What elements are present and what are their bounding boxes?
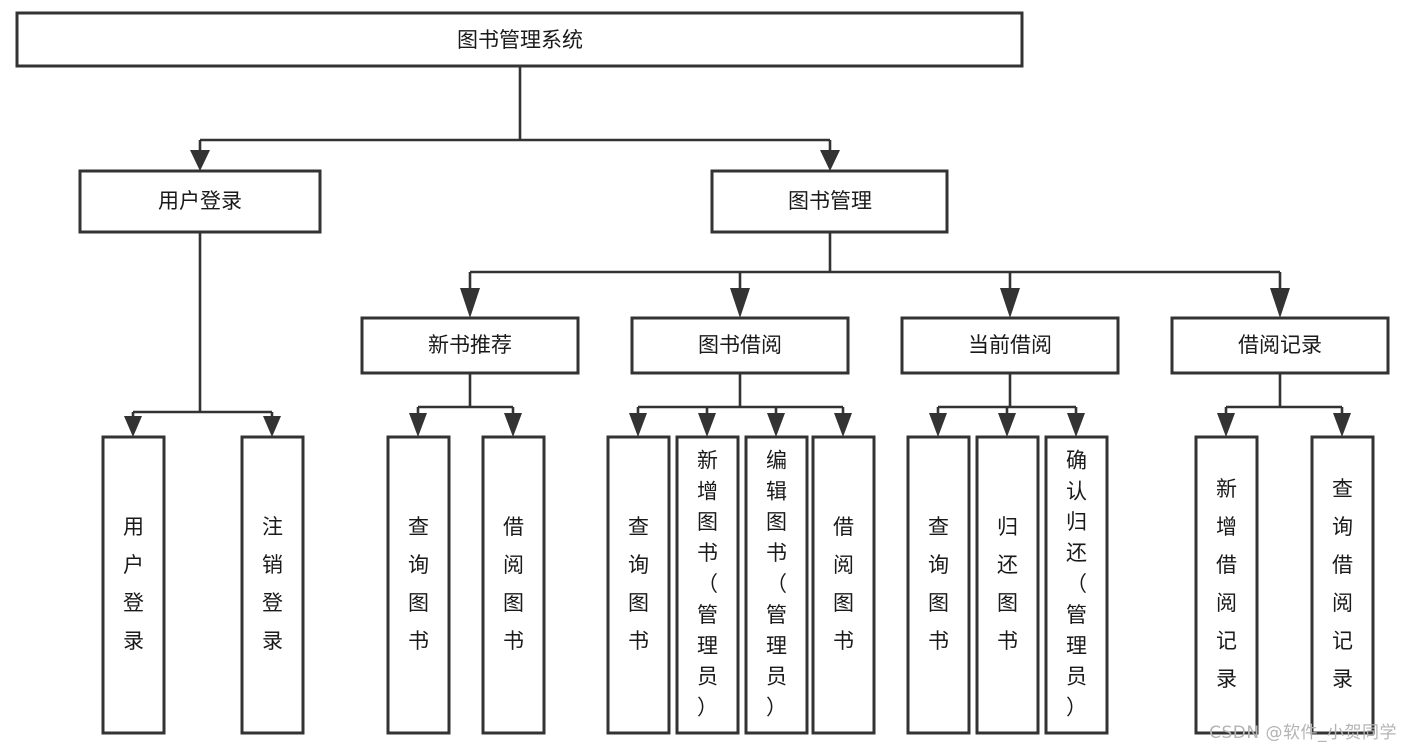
node-book-manage-label: 图书管理 [788,189,872,213]
node-root-rect[interactable] [15,11,1024,68]
node-current-borrow-rect[interactable] [900,316,1120,375]
node-borrow-record[interactable]: 借阅记录 [1170,316,1390,375]
leaf-bor-borrow-book-rect[interactable] [811,435,876,735]
leaf-user-login-label: 用户登录 [123,515,144,653]
arrow-head-leaf-cur-return-book [998,413,1016,437]
arrow-head-new-book-rec [460,288,480,318]
leaf-bor-edit-book-label: 编辑图书（管理员） [766,448,787,719]
leaf-rec-query-record[interactable]: 查询借阅记录 [1310,435,1375,735]
arrow-head-leaf-logout-login [263,416,281,437]
leaf-rec-query-record-rect[interactable] [1310,435,1375,735]
leaf-rec-borrow-book[interactable]: 借阅图书 [481,435,546,735]
leaf-cur-return-book[interactable]: 归还图书 [975,435,1040,735]
connector-layer [124,66,1351,437]
node-user-login[interactable]: 用户登录 [78,169,322,234]
arrow-head-leaf-user-login [124,416,142,437]
arrow-head-leaf-bor-borrow-book [834,413,852,437]
leaf-bor-query-book-rect[interactable] [606,435,671,735]
arrow-head-leaf-cur-query-book [929,413,947,437]
leaf-user-login-rect[interactable] [101,435,166,735]
leaf-rec-add-record-rect[interactable] [1194,435,1259,735]
arrow-head-leaf-bor-add-book [698,413,716,437]
leaf-rec-add-record[interactable]: 新增借阅记录 [1194,435,1259,735]
leaf-bor-query-book[interactable]: 查询图书 [606,435,671,735]
leaf-bor-query-book-label: 查询图书 [628,515,649,653]
leaf-rec-query-book-rect[interactable] [386,435,451,735]
leaf-bor-add-book-rect[interactable] [675,435,740,735]
node-new-book-rec-label: 新书推荐 [428,333,512,357]
node-borrow-record-rect[interactable] [1170,316,1390,375]
leaf-logout-login-label: 注销登录 [262,515,283,653]
leaf-rec-borrow-book-rect[interactable] [481,435,546,735]
node-book-manage[interactable]: 图书管理 [710,169,949,234]
leaf-cur-query-book-label: 查询图书 [928,515,949,653]
arrow-head-leaf-bor-edit-book [767,413,785,437]
leaf-bor-edit-book-rect[interactable] [744,435,809,735]
leaf-rec-query-book-label: 查询图书 [408,515,429,653]
arrow-head-book-borrow [730,288,750,318]
leaf-bor-add-book-label: 新增图书（管理员） [697,448,718,719]
leaf-cur-return-book-label: 归还图书 [997,515,1018,653]
arrow-head-book-manage [820,150,840,171]
arrow-head-leaf-rec-query-book [409,413,427,437]
leaf-cur-query-book-rect[interactable] [906,435,971,735]
leaf-cur-confirm-ret[interactable]: 确认归还（管理员） [1044,435,1109,735]
arrow-head-user-login [190,150,210,171]
leaf-cur-confirm-ret-rect[interactable] [1044,435,1109,735]
arrow-head-leaf-rec-borrow-book [504,413,522,437]
leaf-layer: 用户登录 注销登录 查询图书 借阅图书 查询图书 新增图书（管理员） 编辑图书（管理员） 借阅… [101,435,1375,735]
node-layer: 图书管理系统 用户登录 图书管理 新书推荐 图书借阅 [15,11,1390,375]
node-new-book-rec-rect[interactable] [360,316,580,375]
leaf-rec-query-record-label: 查询借阅记录 [1332,477,1353,691]
arrow-head-leaf-cur-confirm-ret [1067,413,1085,437]
leaf-bor-add-book[interactable]: 新增图书（管理员） [675,435,740,735]
arrow-head-leaf-bor-query-book [629,413,647,437]
node-current-borrow-label: 当前借阅 [968,333,1052,357]
node-root-label: 图书管理系统 [457,28,583,52]
leaf-rec-borrow-book-label: 借阅图书 [503,515,524,653]
leaf-logout-login[interactable]: 注销登录 [240,435,305,735]
node-book-borrow[interactable]: 图书借阅 [630,316,850,375]
arrow-head-current-borrow [1000,288,1020,318]
leaf-bor-borrow-book-label: 借阅图书 [833,515,854,653]
node-borrow-record-label: 借阅记录 [1238,333,1322,357]
node-book-borrow-rect[interactable] [630,316,850,375]
node-user-login-rect[interactable] [78,169,322,234]
node-user-login-label: 用户登录 [158,189,242,213]
leaf-rec-add-record-label: 新增借阅记录 [1216,477,1237,691]
leaf-rec-query-book[interactable]: 查询图书 [386,435,451,735]
node-root[interactable]: 图书管理系统 [15,11,1024,68]
leaf-user-login[interactable]: 用户登录 [101,435,166,735]
leaf-cur-query-book[interactable]: 查询图书 [906,435,971,735]
node-current-borrow[interactable]: 当前借阅 [900,316,1120,375]
arrow-head-leaf-rec-add-record [1217,413,1235,437]
leaf-logout-login-rect[interactable] [240,435,305,735]
node-book-manage-rect[interactable] [710,169,949,234]
arrow-head-borrow-record [1270,288,1290,318]
leaf-cur-return-book-rect[interactable] [975,435,1040,735]
leaf-bor-borrow-book[interactable]: 借阅图书 [811,435,876,735]
node-book-borrow-label: 图书借阅 [698,333,782,357]
leaf-cur-confirm-ret-label: 确认归还（管理员） [1066,448,1087,719]
node-new-book-rec[interactable]: 新书推荐 [360,316,580,375]
leaf-bor-edit-book[interactable]: 编辑图书（管理员） [744,435,809,735]
arrow-head-leaf-rec-query-record [1333,413,1351,437]
